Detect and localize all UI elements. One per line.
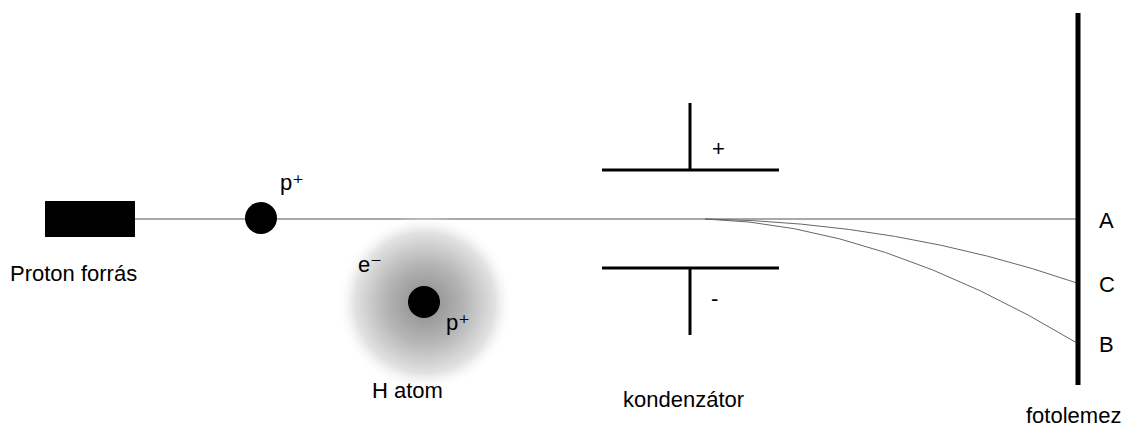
polarity-sign: + <box>712 136 725 162</box>
plate-label: fotolemez <box>1026 403 1121 429</box>
polarity-sign: - <box>711 286 718 312</box>
deflected-path <box>705 219 1077 283</box>
point-label: B <box>1099 332 1114 358</box>
particle-label: p⁺ <box>280 170 304 196</box>
capacitor-plates <box>602 103 779 335</box>
source-label: Proton forrás <box>10 261 137 287</box>
atom-label: H atom <box>372 378 443 404</box>
deflected-path <box>705 219 1077 343</box>
electron-cloud <box>337 215 513 391</box>
point-label: C <box>1099 272 1115 298</box>
proton-particle <box>245 202 277 234</box>
proton-source: Proton forrás <box>10 201 137 287</box>
source-block <box>45 201 135 237</box>
nucleus <box>408 286 440 318</box>
photo-plate <box>1076 13 1081 385</box>
point-label: A <box>1099 208 1114 234</box>
particle-label: e⁻ <box>358 252 382 278</box>
capacitor-label: kondenzátor <box>623 387 744 413</box>
particle-label: p⁺ <box>446 310 470 336</box>
